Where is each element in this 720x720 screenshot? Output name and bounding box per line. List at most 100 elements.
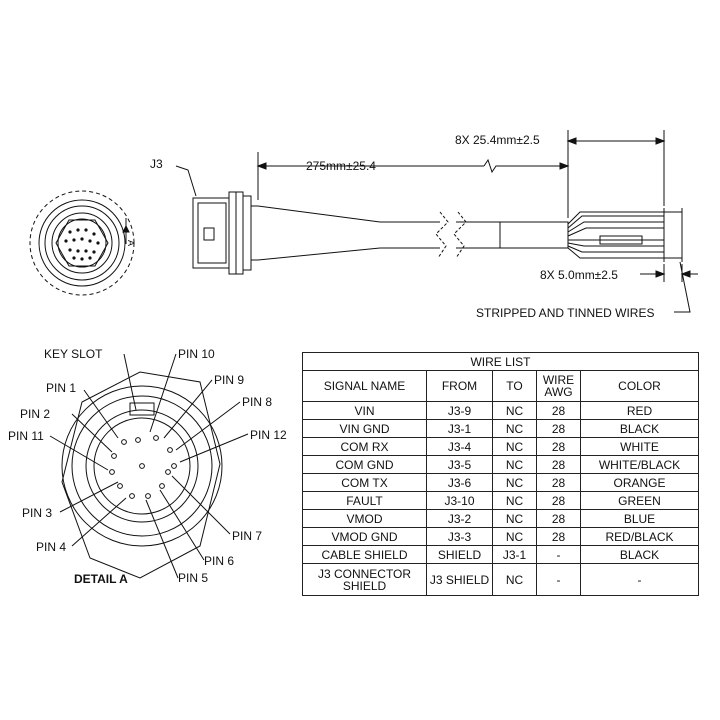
cell: CABLE SHIELD bbox=[302, 545, 427, 564]
cell: NC bbox=[492, 473, 537, 492]
label-pin-3: PIN 3 bbox=[22, 506, 52, 520]
cell: - bbox=[536, 545, 581, 564]
pin-3-contact bbox=[117, 483, 123, 489]
pin-11-contact bbox=[109, 469, 115, 475]
header-signal-name: SIGNAL NAME bbox=[302, 370, 427, 402]
cell: 28 bbox=[536, 527, 581, 546]
table-row: FAULT J3-10 NC 28 GREEN bbox=[302, 491, 699, 510]
cell: J3-4 bbox=[426, 437, 493, 456]
cell: J3-10 bbox=[426, 491, 493, 510]
pin-9-contact bbox=[153, 435, 159, 441]
cell: NC bbox=[492, 563, 537, 596]
cell: J3-1 bbox=[492, 545, 537, 564]
cell: - bbox=[580, 563, 699, 596]
pin-10-contact bbox=[135, 437, 141, 443]
cell: 28 bbox=[536, 509, 581, 528]
cell: NC bbox=[492, 509, 537, 528]
connector-side-view bbox=[192, 191, 683, 275]
table-row: CABLE SHIELD SHIELD J3-1 - BLACK bbox=[302, 545, 699, 564]
cell: NC bbox=[492, 419, 537, 438]
label-stripped: STRIPPED AND TINNED WIRES bbox=[476, 306, 654, 320]
label-length-top: 8X 25.4mm±2.5 bbox=[455, 133, 540, 147]
label-pin-11: PIN 11 bbox=[8, 429, 44, 443]
pin-1-contact bbox=[121, 439, 127, 445]
label-j3: J3 bbox=[150, 157, 163, 171]
cell: 28 bbox=[536, 473, 581, 492]
label-pin-1: PIN 1 bbox=[46, 381, 76, 395]
cell: 28 bbox=[536, 455, 581, 474]
table-row: COM GND J3-5 NC 28 WHITE/BLACK bbox=[302, 455, 699, 474]
cell: VMOD GND bbox=[302, 527, 427, 546]
detail-a-view bbox=[61, 371, 223, 579]
cell: J3-3 bbox=[426, 527, 493, 546]
label-pin-10: PIN 10 bbox=[178, 347, 215, 361]
header-to: TO bbox=[492, 370, 537, 402]
label-pin-4: PIN 4 bbox=[36, 540, 66, 554]
table-row: J3 CONNECTOR SHIELD J3 SHIELD NC - - bbox=[302, 563, 699, 596]
cell: ORANGE bbox=[580, 473, 699, 492]
cell: BLACK bbox=[580, 419, 699, 438]
table-row: VMOD GND J3-3 NC 28 RED/BLACK bbox=[302, 527, 699, 546]
cell: RED bbox=[580, 401, 699, 420]
cell: 28 bbox=[536, 491, 581, 510]
pin-7-contact bbox=[165, 469, 171, 475]
label-pin-2: PIN 2 bbox=[20, 407, 50, 421]
cell: VIN GND bbox=[302, 419, 427, 438]
cell: COM RX bbox=[302, 437, 427, 456]
cell: GREEN bbox=[580, 491, 699, 510]
cell: NC bbox=[492, 401, 537, 420]
pin-12-contact bbox=[171, 463, 177, 469]
cell: NC bbox=[492, 455, 537, 474]
cell: J3-2 bbox=[426, 509, 493, 528]
header-from: FROM bbox=[426, 370, 493, 402]
cell: J3 CONNECTOR SHIELD bbox=[302, 563, 427, 596]
cell: 28 bbox=[536, 437, 581, 456]
cell: FAULT bbox=[302, 491, 427, 510]
pin-6-contact bbox=[159, 483, 165, 489]
cell: - bbox=[536, 563, 581, 596]
table-row: VMOD J3-2 NC 28 BLUE bbox=[302, 509, 699, 528]
cell: BLUE bbox=[580, 509, 699, 528]
cell: WHITE/BLACK bbox=[580, 455, 699, 474]
wire-list-table: WIRE LIST SIGNAL NAME FROM TO WIRE AWG C… bbox=[302, 352, 699, 596]
label-pin-8: PIN 8 bbox=[242, 395, 272, 409]
cell: BLACK bbox=[580, 545, 699, 564]
cell: VMOD bbox=[302, 509, 427, 528]
label-pin-12: PIN 12 bbox=[250, 428, 287, 442]
connector-end-view bbox=[29, 190, 135, 296]
cell: NC bbox=[492, 491, 537, 510]
pin-leaders bbox=[49, 353, 249, 579]
cell: COM GND bbox=[302, 455, 427, 474]
table-row: COM RX J3-4 NC 28 WHITE bbox=[302, 437, 699, 456]
label-length-main: 275mm±25.4 bbox=[306, 159, 376, 173]
cell: J3-6 bbox=[426, 473, 493, 492]
cell: NC bbox=[492, 437, 537, 456]
label-section-a: A bbox=[126, 240, 136, 246]
header-color: COLOR bbox=[580, 370, 699, 402]
label-detail-a: DETAIL A bbox=[74, 572, 128, 586]
table-row: VIN J3-9 NC 28 RED bbox=[302, 401, 699, 420]
pin-8-contact bbox=[167, 447, 173, 453]
cell: 28 bbox=[536, 401, 581, 420]
label-pin-7: PIN 7 bbox=[232, 529, 262, 543]
cell: SHIELD bbox=[426, 545, 493, 564]
cell: RED/BLACK bbox=[580, 527, 699, 546]
dimension-lines bbox=[175, 130, 698, 313]
label-length-strip: 8X 5.0mm±2.5 bbox=[540, 268, 618, 282]
pin-5-contact bbox=[145, 493, 151, 499]
table-row: VIN GND J3-1 NC 28 BLACK bbox=[302, 419, 699, 438]
cell: 28 bbox=[536, 419, 581, 438]
cell: NC bbox=[492, 527, 537, 546]
cell: J3-1 bbox=[426, 419, 493, 438]
cell: COM TX bbox=[302, 473, 427, 492]
label-key-slot: KEY SLOT bbox=[44, 347, 103, 361]
pin-center-contact bbox=[139, 463, 145, 469]
wire-list-title: WIRE LIST bbox=[302, 352, 699, 371]
pin-4-contact bbox=[129, 493, 135, 499]
cell: J3 SHIELD bbox=[426, 563, 493, 596]
label-pin-5: PIN 5 bbox=[178, 571, 208, 585]
table-row: COM TX J3-6 NC 28 ORANGE bbox=[302, 473, 699, 492]
cell: J3-5 bbox=[426, 455, 493, 474]
cell: WHITE bbox=[580, 437, 699, 456]
